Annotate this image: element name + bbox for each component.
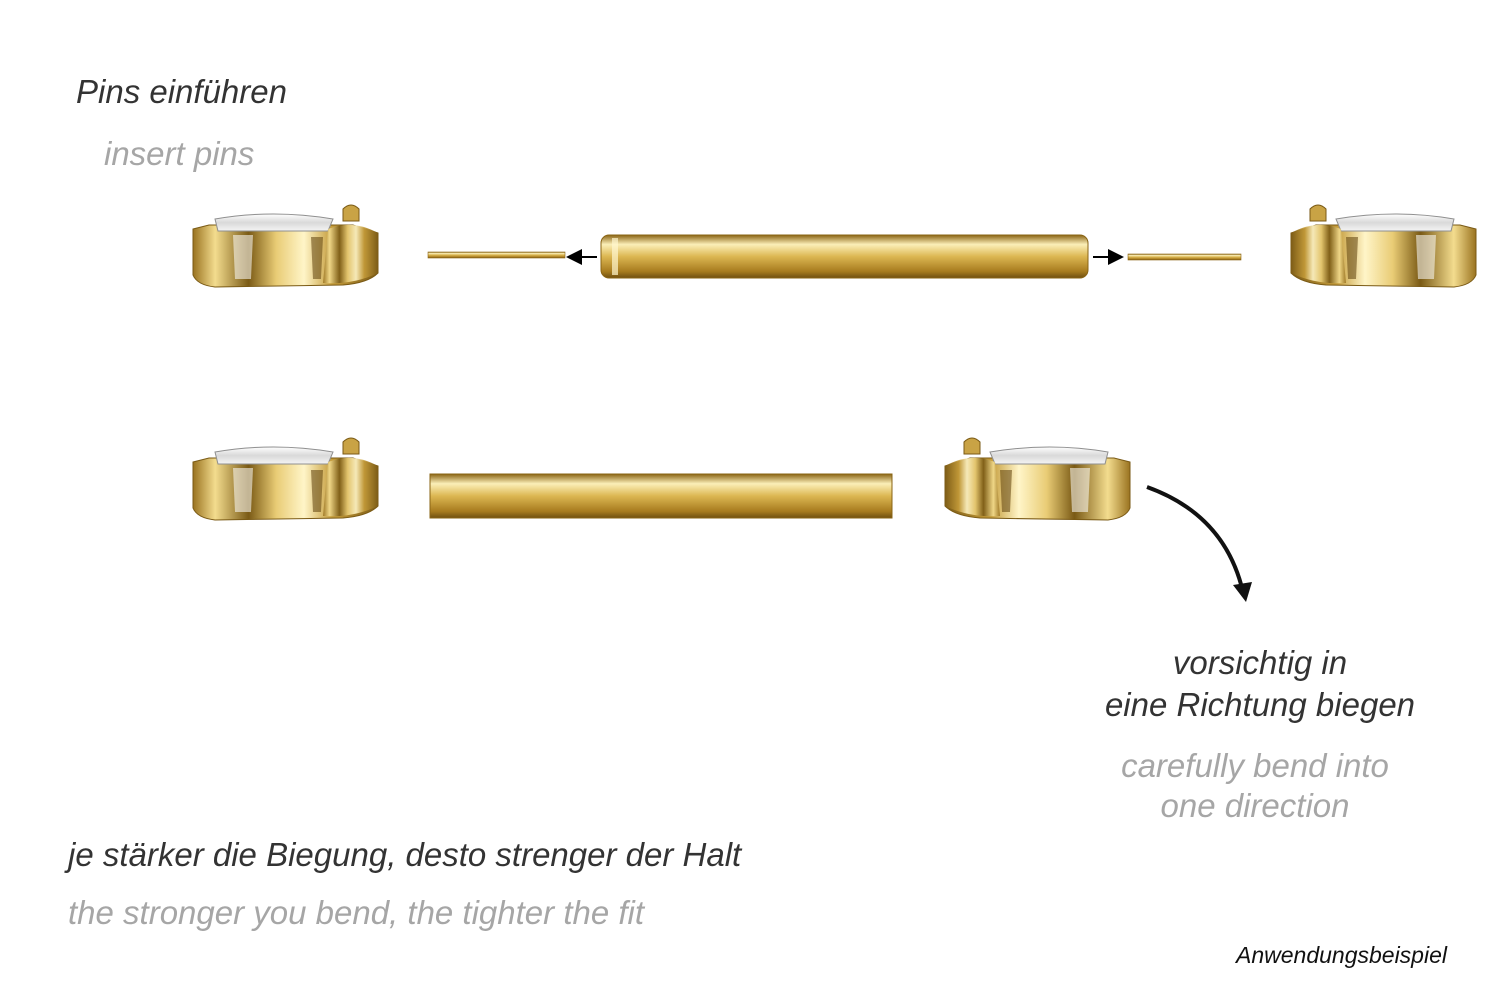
left-ball-top bbox=[192, 204, 566, 288]
bend-en-line-2: one direction bbox=[1160, 787, 1350, 824]
bend-de-line-1: vorsichtig in bbox=[1172, 644, 1348, 681]
bend-de-line-2: eine Richtung biegen bbox=[1104, 686, 1416, 723]
fit-de-label: je stärker die Biegung, desto strenger d… bbox=[68, 836, 742, 873]
fit-en-label: the stronger you bend, the tighter the f… bbox=[68, 894, 645, 931]
bar-top bbox=[600, 234, 1089, 279]
insert-pins-en-label: insert pins bbox=[104, 135, 255, 172]
right-ball-top bbox=[1127, 204, 1477, 288]
bend-arrow bbox=[1146, 485, 1252, 602]
bend-de-label: vorsichtig in eine Richtung biegen bbox=[1100, 642, 1420, 726]
barbell-assembled bbox=[192, 437, 1131, 521]
bend-en-label: carefully bend into one direction bbox=[1100, 746, 1410, 826]
bend-en-line-1: carefully bend into bbox=[1121, 747, 1389, 784]
example-note: Anwendungsbeispiel bbox=[1236, 942, 1447, 968]
insert-pins-de-label: Pins einführen bbox=[76, 73, 287, 110]
